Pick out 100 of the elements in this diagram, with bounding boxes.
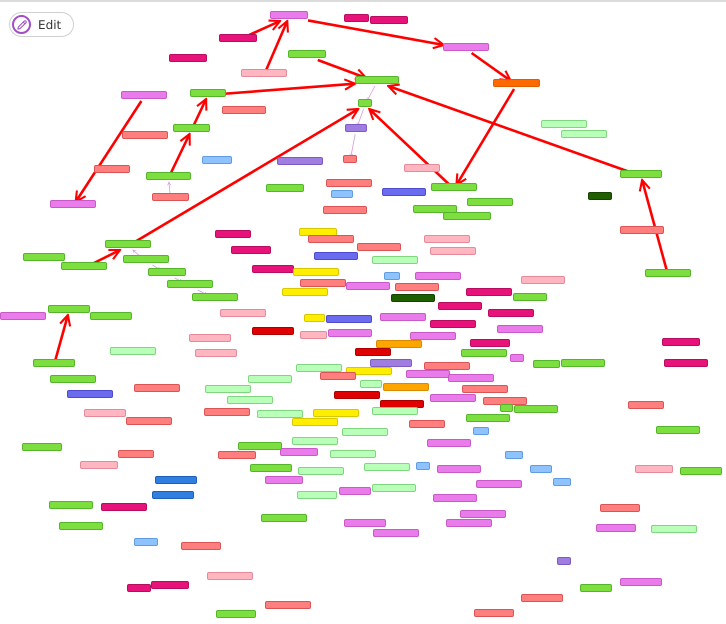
node-bar — [530, 465, 552, 473]
node-bar — [205, 385, 251, 393]
node-bar — [241, 69, 287, 77]
node-bar — [219, 34, 257, 42]
node-bar — [152, 193, 189, 201]
node-bar — [553, 478, 571, 486]
node-bar — [299, 228, 337, 236]
node-bar — [416, 462, 430, 470]
node-bar — [580, 584, 612, 592]
node-bar — [514, 405, 558, 413]
node-bar — [297, 491, 337, 499]
node-bar — [218, 451, 256, 459]
node-bar — [600, 504, 640, 512]
node-bar — [282, 288, 328, 296]
node-bar — [266, 184, 304, 192]
node-bar — [382, 188, 426, 196]
node-bar — [33, 359, 75, 367]
node-bar — [521, 276, 565, 284]
node-bar — [105, 240, 151, 248]
node-bar — [293, 268, 339, 276]
arrow — [350, 134, 356, 158]
arrow — [264, 20, 289, 72]
node-bar — [122, 131, 168, 139]
node-bar — [50, 375, 96, 383]
node-bar — [330, 450, 376, 458]
node-bar — [460, 510, 506, 518]
node-bar — [23, 253, 65, 261]
node-bar — [505, 451, 523, 459]
node-bar — [635, 465, 673, 473]
node-bar — [384, 272, 400, 280]
node-bar — [222, 106, 266, 114]
node-bar — [651, 525, 697, 533]
node-bar — [0, 312, 46, 320]
node-bar — [345, 124, 367, 132]
node-bar — [346, 282, 390, 290]
node-bar — [118, 450, 154, 458]
arrow — [167, 182, 172, 196]
node-bar — [261, 514, 307, 522]
node-bar — [656, 426, 700, 434]
node-bar — [427, 439, 471, 447]
node-bar — [357, 243, 401, 251]
node-bar — [123, 255, 169, 263]
node-bar — [94, 165, 130, 173]
node-bar — [395, 283, 439, 291]
node-bar — [431, 183, 477, 191]
node-bar — [342, 428, 388, 436]
node-bar — [148, 268, 186, 276]
arrow — [368, 108, 451, 186]
node-bar — [483, 397, 527, 405]
node-bar — [500, 404, 513, 412]
node-bar — [561, 130, 607, 138]
node-bar — [561, 359, 605, 367]
node-bar — [334, 391, 380, 399]
node-bar — [146, 172, 191, 180]
node-bar — [227, 396, 273, 404]
node-bar — [344, 519, 386, 527]
node-bar — [443, 43, 489, 51]
node-bar — [664, 359, 708, 367]
node-bar — [358, 99, 372, 107]
arrow — [54, 314, 72, 362]
node-bar — [257, 410, 303, 418]
node-bar — [313, 409, 359, 417]
node-bar — [557, 557, 571, 565]
node-bar — [280, 448, 318, 456]
node-bar — [323, 206, 367, 214]
node-bar — [424, 362, 470, 370]
node-bar — [380, 313, 426, 321]
node-bar — [430, 247, 476, 255]
node-bar — [190, 89, 226, 97]
node-bar — [404, 164, 440, 172]
node-bar — [410, 332, 456, 340]
node-bar — [406, 370, 450, 378]
node-bar — [67, 390, 113, 398]
node-bar — [596, 524, 636, 532]
node-bar — [376, 340, 422, 348]
node-bar — [628, 401, 664, 409]
node-bar — [476, 480, 522, 488]
node-bar — [430, 320, 476, 328]
node-bar — [270, 11, 308, 19]
node-bar — [22, 443, 62, 451]
node-bar — [438, 302, 482, 310]
node-bar — [134, 538, 158, 546]
node-bar — [195, 349, 237, 357]
node-bar — [238, 442, 282, 450]
node-bar — [645, 269, 691, 277]
node-bar — [248, 375, 292, 383]
node-bar — [331, 190, 353, 198]
node-bar — [110, 347, 156, 355]
node-bar — [620, 226, 664, 234]
node-bar — [467, 198, 513, 206]
node-bar — [446, 519, 492, 527]
node-bar — [413, 205, 457, 213]
node-bar — [461, 349, 507, 357]
node-bar — [292, 437, 338, 445]
node-bar — [189, 334, 231, 342]
node-bar — [533, 360, 560, 368]
node-bar — [265, 601, 311, 609]
arrow — [356, 108, 364, 126]
node-bar — [231, 246, 271, 254]
node-bar — [437, 465, 481, 473]
